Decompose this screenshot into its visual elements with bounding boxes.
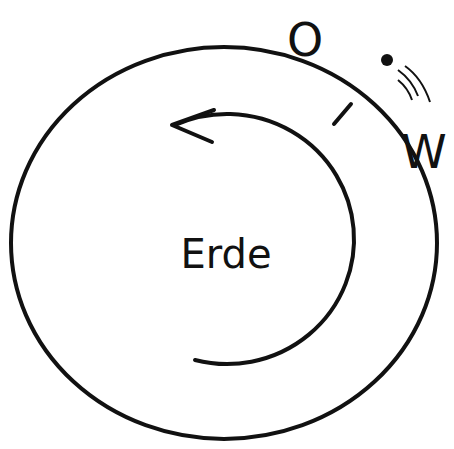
direction-label: W: [401, 129, 446, 175]
arrow-head: [172, 110, 214, 142]
node-label: Erde: [180, 231, 271, 277]
direction-label: O: [287, 17, 323, 63]
earth-ellipse: [11, 47, 437, 439]
position-tick: [334, 104, 351, 124]
rotation-arrow: [175, 114, 354, 364]
earth-circle: Erde: [8, 44, 440, 442]
moving-ball: [381, 54, 393, 66]
motion-line: [405, 66, 430, 102]
motion-line: [398, 80, 412, 100]
